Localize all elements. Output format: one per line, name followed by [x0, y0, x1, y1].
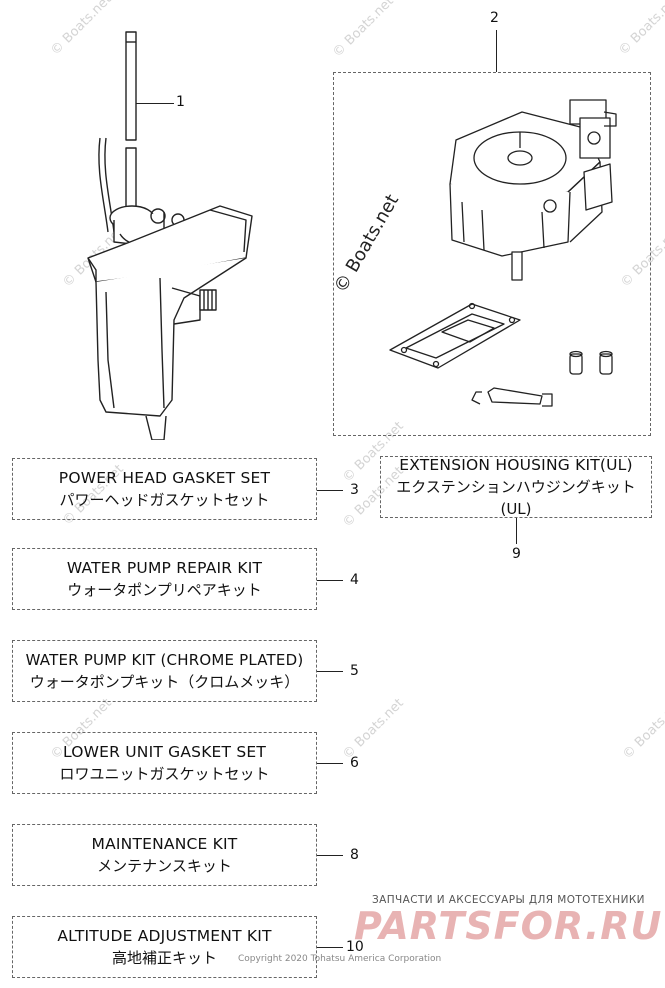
- callout-1: 1: [176, 94, 185, 110]
- partsfor-logo: PARTSFOR.RU: [354, 904, 663, 948]
- watermark: © Boats.net: [330, 0, 397, 61]
- kit-name-jp: パワーヘッドガスケットセット: [59, 491, 270, 509]
- kit-water-pump-chrome-plated: WATER PUMP KIT (CHROME PLATED) ウォータポンプキッ…: [12, 640, 317, 702]
- leader-line-8: [317, 855, 343, 856]
- watermark: © Boats.net: [616, 0, 665, 59]
- lower-unit-illustration: [87, 31, 253, 440]
- callout-10: 10: [346, 939, 364, 955]
- kit-name-jp: 高地補正キット: [111, 949, 217, 967]
- kit-maintenance: MAINTENANCE KIT メンテナンスキット: [12, 824, 317, 886]
- partsfor-tagline: ЗАПЧАСТИ И АКСЕССУАРЫ ДЛЯ МОТОТЕХНИКИ: [372, 894, 645, 906]
- kit-altitude-adjustment: ALTITUDE ADJUSTMENT KIT 高地補正キット: [12, 916, 317, 978]
- kit-name-jp: ロワユニットガスケットセット: [59, 765, 270, 783]
- leader-line-9: [516, 518, 517, 544]
- power-head-illustration: [389, 99, 617, 407]
- callout-6: 6: [350, 755, 359, 771]
- kit-name-en: MAINTENANCE KIT: [91, 835, 238, 853]
- callout-4: 4: [350, 572, 359, 588]
- leader-line-1: [136, 103, 174, 104]
- kit-water-pump-repair: WATER PUMP REPAIR KIT ウォータポンプリペアキット: [12, 548, 317, 610]
- leader-line-5: [317, 671, 343, 672]
- callout-8: 8: [350, 847, 359, 863]
- leader-line-4: [317, 580, 343, 581]
- leader-line-3: [317, 490, 343, 491]
- callout-3: 3: [350, 482, 359, 498]
- kit-extension-housing: EXTENSION HOUSING KIT(UL) エクステンションハウジングキ…: [380, 456, 652, 518]
- copyright-notice: Copyright 2020 Tohatsu America Corporati…: [238, 954, 442, 964]
- kit-name-en: LOWER UNIT GASKET SET: [62, 743, 267, 761]
- watermark: © Boats.net: [620, 695, 665, 763]
- leader-line-2: [496, 30, 497, 72]
- kit-name-jp: エクステンションハウジングキット(UL): [396, 478, 636, 518]
- kit-name-en: WATER PUMP KIT (CHROME PLATED): [25, 651, 304, 669]
- kit-name-en: WATER PUMP REPAIR KIT: [66, 559, 263, 577]
- kit-name-en: EXTENSION HOUSING KIT(UL): [399, 456, 633, 474]
- kit-name-jp: ウォータポンプキット（クロムメッキ）: [29, 673, 300, 691]
- kit-lower-unit-gasket-set: LOWER UNIT GASKET SET ロワユニットガスケットセット: [12, 732, 317, 794]
- callout-9: 9: [512, 546, 521, 562]
- leader-line-10: [317, 947, 343, 948]
- kit-name-en: ALTITUDE ADJUSTMENT KIT: [57, 927, 272, 945]
- kit-name-en: POWER HEAD GASKET SET: [58, 469, 271, 487]
- kit-name-jp: メンテナンスキット: [97, 857, 232, 875]
- part-2-kit-frame: [333, 72, 651, 436]
- callout-5: 5: [350, 663, 359, 679]
- leader-line-6: [317, 763, 343, 764]
- watermark: © Boats.net: [340, 695, 407, 763]
- kit-power-head-gasket-set: POWER HEAD GASKET SET パワーヘッドガスケットセット: [12, 458, 317, 520]
- kit-name-jp: ウォータポンプリペアキット: [67, 581, 262, 599]
- callout-2: 2: [490, 10, 499, 26]
